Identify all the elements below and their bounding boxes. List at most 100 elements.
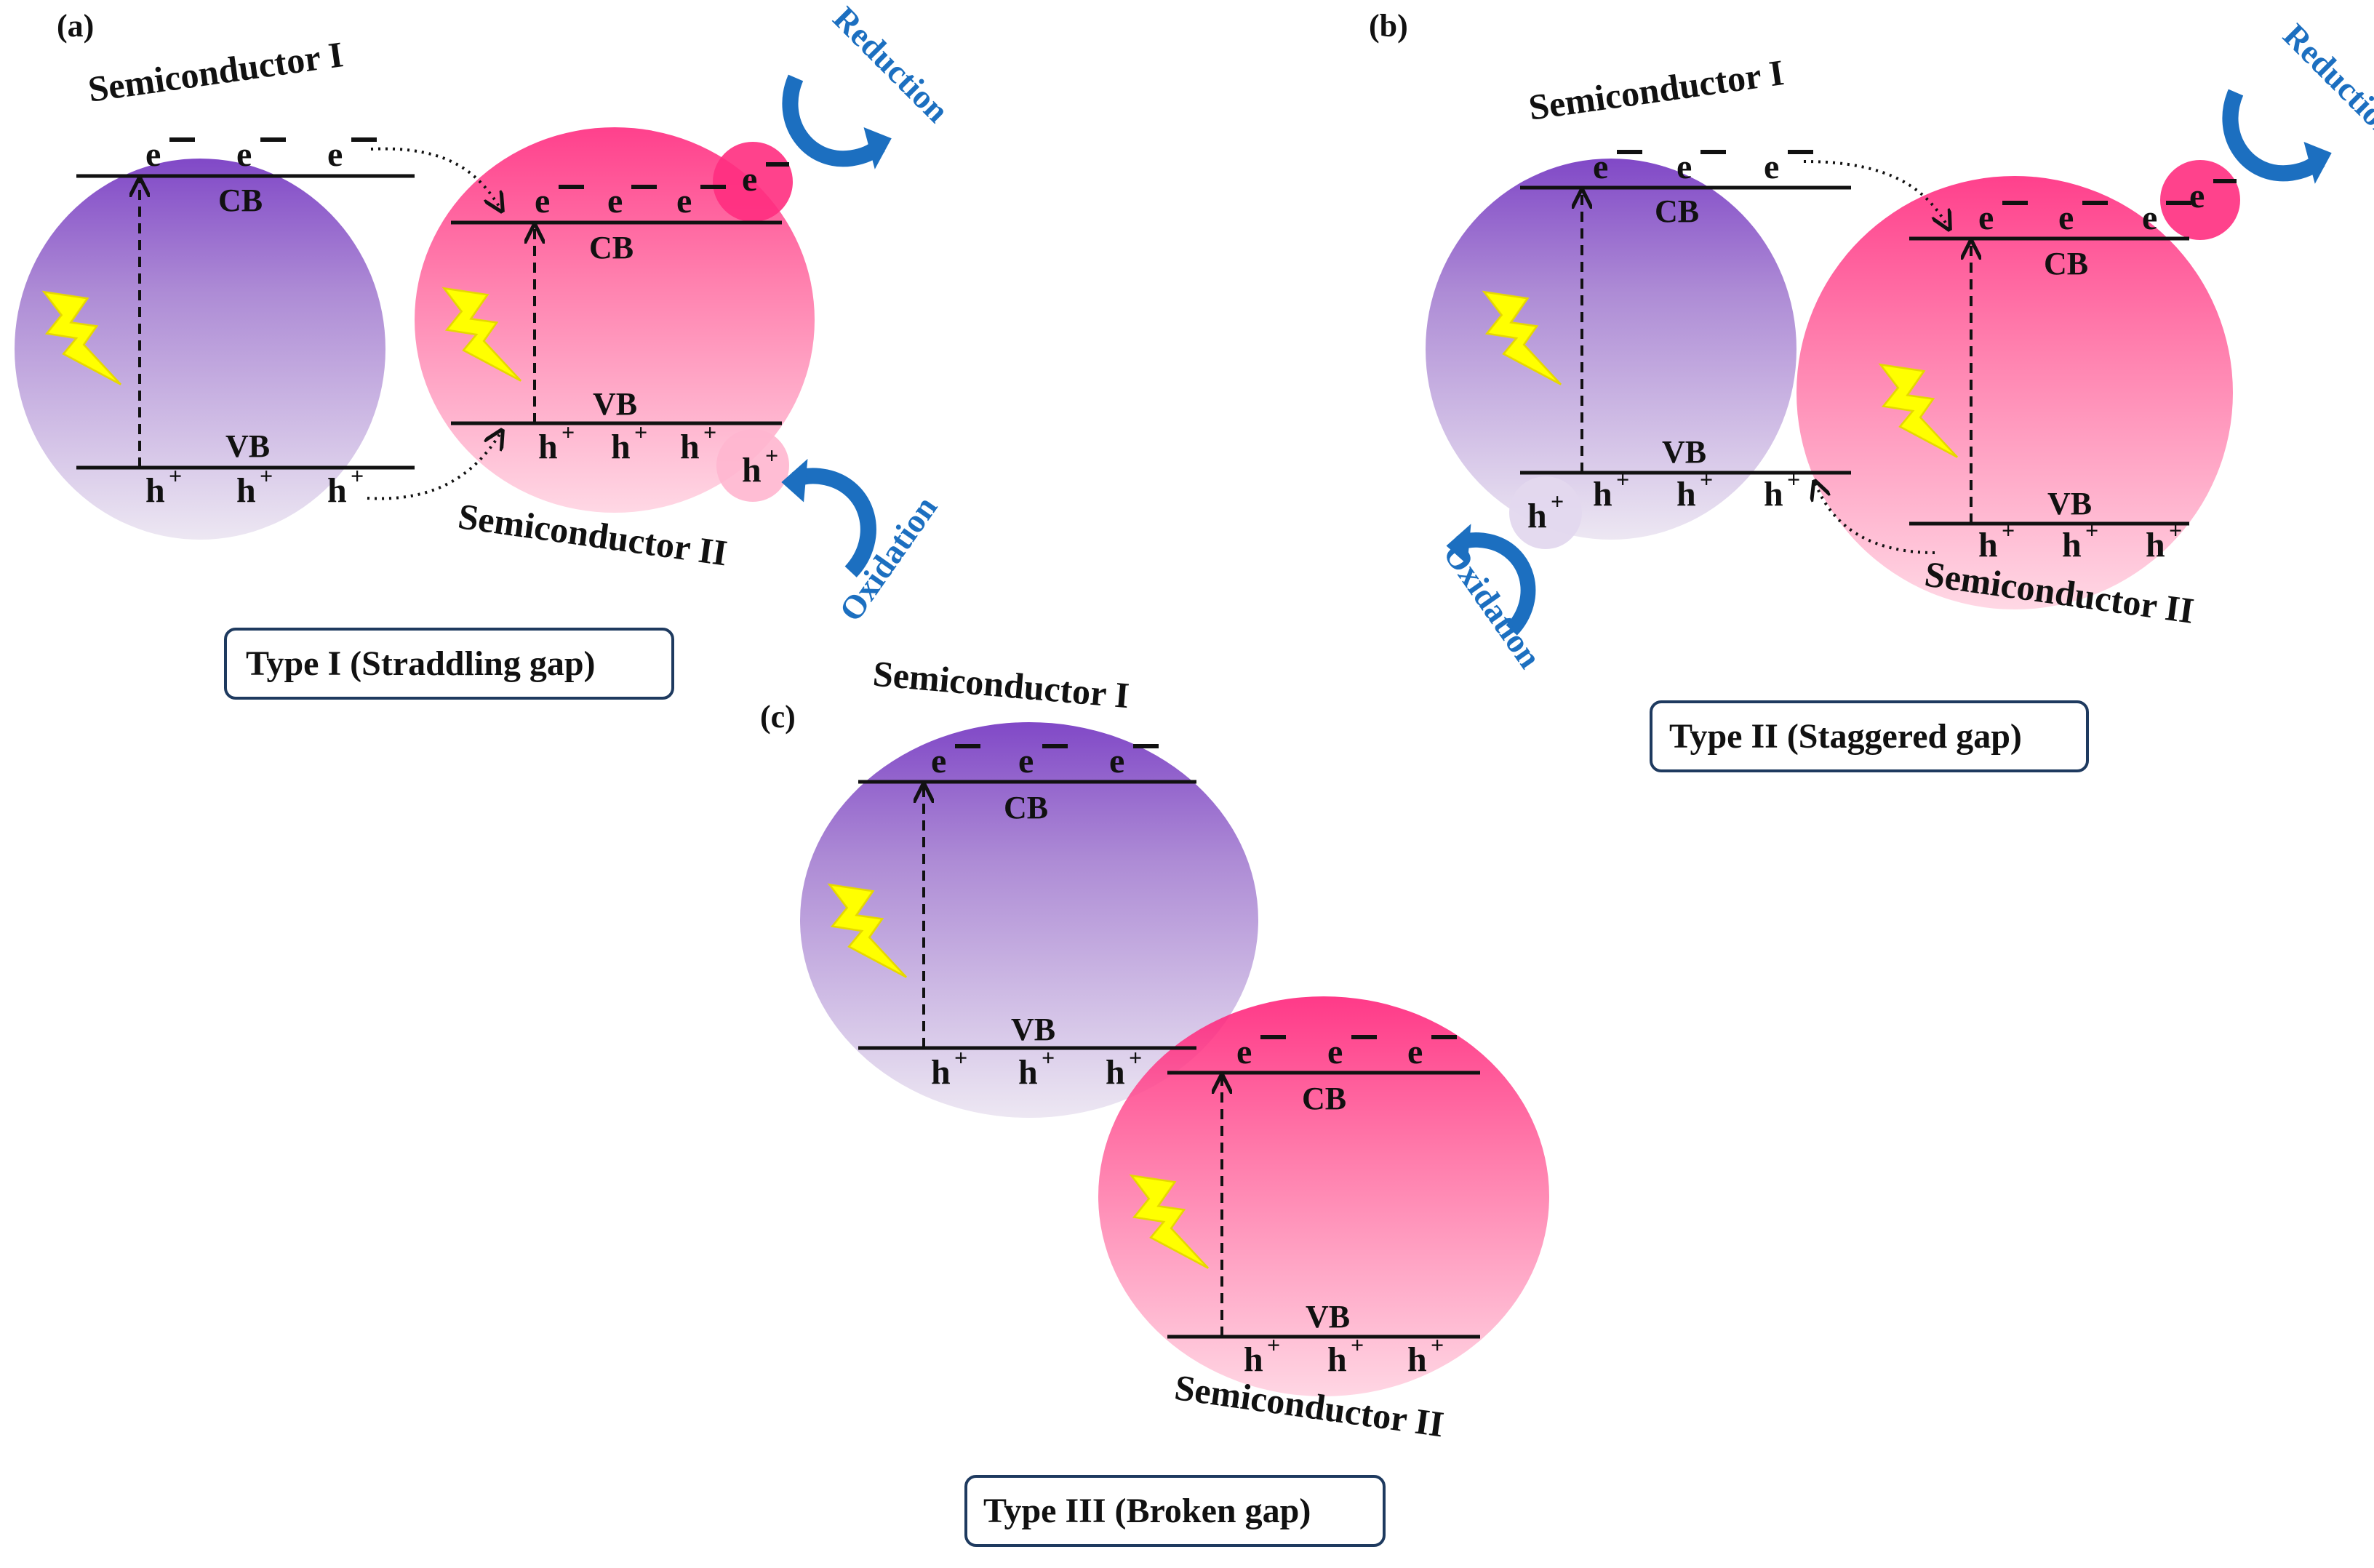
svg-text:+: +	[2085, 517, 2098, 543]
cb-label-1: CB	[218, 183, 263, 218]
svg-text:+: +	[351, 463, 364, 489]
semiconductor-1-label: Semiconductor I	[86, 33, 346, 110]
hole: h	[236, 471, 256, 510]
semiconductor-1-label: Semiconductor I	[871, 653, 1131, 716]
hole-plus-marks-1: ++++	[1551, 466, 1800, 514]
panel-b: (b) Semiconductor I Semiconductor II CB …	[1369, 8, 2374, 772]
hole: h	[1978, 526, 1998, 564]
semiconductor-1-sphere	[15, 159, 385, 540]
electron: e	[2142, 199, 2157, 237]
vb-label-1: VB	[225, 428, 270, 464]
electron-transfer-arrow	[370, 147, 502, 211]
electrons-1: e e e	[931, 742, 1124, 780]
hole-transfer-arrow	[367, 431, 502, 500]
svg-text:+: +	[1431, 1332, 1444, 1358]
svg-text:+: +	[1351, 1332, 1364, 1358]
svg-text:+: +	[703, 419, 716, 445]
panel-b-tag: (b)	[1369, 8, 1408, 44]
hole-plus-marks-1: +++	[169, 463, 364, 489]
svg-text:+: +	[561, 419, 575, 445]
semiconductor-1-label: Semiconductor I	[1526, 52, 1786, 128]
svg-text:+: +	[765, 442, 778, 468]
svg-text:+: +	[1267, 1332, 1280, 1358]
cb-label-1: CB	[1655, 193, 1699, 229]
electron: e	[676, 182, 692, 220]
svg-text:+: +	[1787, 466, 1800, 492]
hole: h	[1527, 497, 1547, 535]
electron: e	[931, 742, 946, 780]
semiconductor-2-sphere	[1098, 996, 1549, 1396]
curved-arrow-icon	[790, 78, 891, 169]
hole: h	[538, 428, 558, 466]
cb-label-2: CB	[2044, 246, 2088, 281]
panel-b-title: Type II (Staggered gap)	[1669, 717, 2022, 756]
electron: e	[145, 135, 161, 174]
hole: h	[2062, 526, 2082, 564]
svg-text:+: +	[2002, 517, 2015, 543]
hole-site	[716, 429, 789, 502]
electrons-2: e e e e	[535, 160, 757, 220]
electron-transfer-arrow	[1803, 160, 1949, 229]
hole: h	[2146, 526, 2165, 564]
panel-c-title: Type III (Broken gap)	[983, 1492, 1311, 1530]
hole: h	[931, 1053, 951, 1092]
panel-c-title-box	[964, 1475, 1386, 1547]
hole-plus-marks-2: + + +	[2002, 517, 2182, 543]
vb-label-2: VB	[2047, 486, 2092, 521]
electron: e	[535, 182, 550, 220]
cb-label-1: CB	[1004, 790, 1048, 825]
svg-text:+: +	[954, 1044, 967, 1071]
hole: h	[1327, 1340, 1347, 1379]
holes-1: h h h	[145, 471, 347, 510]
electron-site	[713, 142, 793, 222]
panel-b-title-box	[1650, 700, 2089, 772]
vb-label-2: VB	[593, 386, 637, 422]
panel-a-title: Type I (Straddling gap)	[246, 644, 596, 683]
electrons-2: e e e e	[1978, 177, 2205, 237]
oxidation-label: Oxidation	[832, 489, 945, 628]
electron: e	[327, 135, 343, 174]
cb-label-2: CB	[1302, 1081, 1346, 1116]
svg-text:+: +	[2169, 517, 2182, 543]
hole-site	[1509, 476, 1582, 549]
electron: e	[1978, 199, 1994, 237]
semiconductor-2-sphere	[1797, 176, 2233, 609]
panel-c: (c) Semiconductor I Semiconductor II CB …	[760, 653, 1549, 1547]
electron: e	[1676, 148, 1692, 186]
electron: e	[742, 160, 757, 199]
electron: e	[2189, 177, 2205, 215]
panel-a: (a) Semiconductor I Semiconductor II CB …	[15, 0, 956, 700]
svg-text:+: +	[169, 463, 182, 489]
svg-text:+: +	[1616, 466, 1629, 492]
semiconductor-1-sphere	[1426, 159, 1797, 540]
hole-plus-marks-2: + + +	[1267, 1332, 1444, 1358]
hole: h	[1676, 475, 1696, 513]
electron: e	[1593, 148, 1608, 186]
panel-a-tag: (a)	[57, 8, 94, 44]
electron: e	[607, 182, 623, 220]
vb-label-1: VB	[1011, 1012, 1055, 1047]
electron: e	[1764, 148, 1779, 186]
electron: e	[1018, 742, 1034, 780]
electron: e	[1236, 1033, 1252, 1071]
hole: h	[1244, 1340, 1263, 1379]
panel-a-title-box	[224, 628, 674, 700]
svg-text:+: +	[1129, 1044, 1142, 1071]
hole: h	[742, 451, 762, 489]
reduction-label: Reduction	[2276, 17, 2374, 147]
electron-minus-marks-2	[2002, 179, 2237, 205]
electron: e	[1109, 742, 1124, 780]
holes-2: h h h h	[538, 428, 762, 489]
electron: e	[236, 135, 252, 174]
curved-arrow-icon	[2230, 92, 2331, 184]
hole: h	[1018, 1053, 1038, 1092]
svg-text:+: +	[1551, 488, 1564, 514]
panel-c-tag: (c)	[760, 699, 796, 735]
electrons-1: e e e	[145, 135, 343, 174]
hole: h	[145, 471, 165, 510]
electron: e	[1407, 1033, 1423, 1071]
reduction-label: Reduction	[826, 0, 956, 129]
holes-1: h h h h	[1527, 475, 1783, 535]
electrons-1: e e e	[1593, 148, 1779, 186]
